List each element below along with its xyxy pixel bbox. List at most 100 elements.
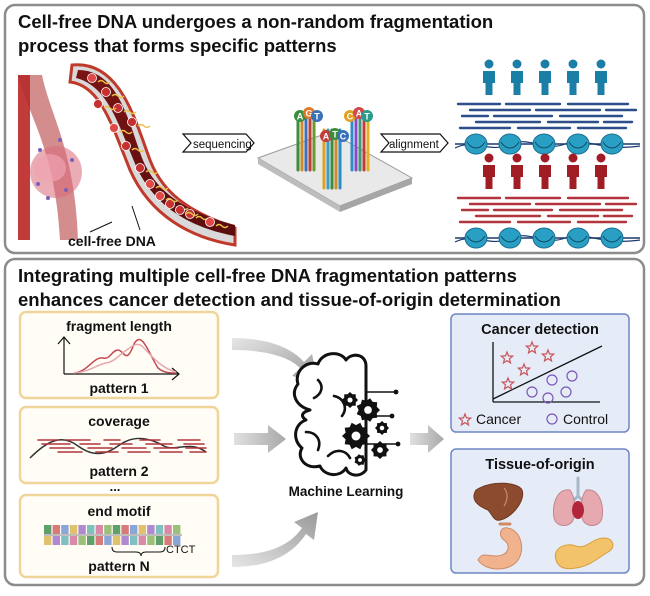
base-letter: A	[297, 112, 304, 122]
nucleosome-wrap	[534, 235, 554, 243]
person-icon	[567, 59, 579, 95]
motif-base-bottom	[173, 536, 181, 545]
cfdna-fragment	[137, 123, 151, 129]
cfdna-fragment	[155, 185, 169, 191]
bottom-title-line1: Integrating multiple cell-free DNA fragm…	[18, 265, 517, 286]
bottom-panel: Integrating multiple cell-free DNA fragm…	[3, 257, 646, 587]
arrow-from-card2	[234, 425, 286, 453]
alignment-arrow-shape	[379, 133, 449, 153]
person-icon	[539, 59, 551, 95]
motif-base-top	[138, 525, 146, 534]
cfdna-fragment	[185, 211, 199, 217]
motif-base-bottom	[121, 536, 129, 545]
cd-decision-line	[492, 345, 603, 400]
person-icon	[595, 153, 607, 189]
bottom-title-line2: enhances cancer detection and tissue-of-…	[18, 289, 561, 310]
motif-base-bottom	[155, 536, 164, 545]
motif-base-bottom	[138, 536, 146, 545]
nucleosome	[566, 133, 590, 155]
red-blood-cell	[109, 123, 119, 133]
fl-curve-cancer	[73, 338, 177, 374]
base-badge	[361, 110, 373, 122]
red-blood-cell	[185, 209, 195, 219]
control-point	[546, 374, 558, 386]
person-icon	[483, 153, 495, 189]
top-title-line2: process that forms specific patterns	[18, 35, 337, 56]
ml-label: Machine Learning	[289, 484, 404, 499]
red-blood-cell	[87, 73, 97, 83]
legend-circle-icon	[546, 413, 558, 425]
motif-base-top	[61, 525, 69, 534]
motif-base-bottom	[164, 536, 172, 545]
coverage-reads	[37, 439, 207, 453]
red-blood-cell	[175, 205, 185, 215]
circuit-node	[389, 413, 395, 419]
person-icon	[511, 153, 523, 189]
person-icon	[595, 59, 607, 95]
base-letter: T	[332, 130, 338, 140]
card-footer: pattern N	[88, 558, 149, 574]
motif-base-bottom	[44, 536, 52, 545]
cancer-point	[524, 340, 540, 355]
machine-learning: Machine Learning	[289, 352, 404, 499]
blood-cells	[36, 73, 229, 229]
base-letter: G	[305, 109, 312, 119]
tumor-cell-speck	[36, 182, 40, 186]
liver-icon	[473, 482, 524, 521]
nucleosome	[600, 133, 624, 155]
cfdna-fragment	[123, 109, 137, 115]
vessel-label: cell-free DNA	[68, 233, 156, 249]
arrow-from-card3	[232, 512, 318, 567]
base-badge	[311, 110, 323, 122]
motif-base-bottom	[87, 536, 95, 545]
base-letter: A	[323, 132, 330, 142]
vessel-branch-left	[18, 75, 30, 240]
top-title-line1: Cell-free DNA undergoes a non-random fra…	[18, 11, 493, 32]
person-icon	[539, 153, 551, 189]
nucleosome-wrap	[500, 141, 520, 149]
nucleosome	[532, 227, 556, 249]
cfdna-fragment	[131, 147, 145, 153]
motif-base-top	[52, 525, 60, 534]
legend-cancer: Cancer	[476, 411, 521, 427]
motif-base-top	[147, 525, 155, 534]
red-blood-cell	[113, 103, 123, 113]
legend-control: Control	[563, 411, 608, 427]
tumor-core	[34, 154, 66, 182]
tissue-of-origin-box: Tissue-of-origin	[450, 448, 630, 574]
blood-vessel: cell-free DNA	[18, 63, 237, 249]
brain-icon	[293, 352, 368, 477]
arrow-from-card1	[232, 338, 318, 382]
to-title: Tissue-of-origin	[485, 457, 594, 473]
flow-cell-edge	[340, 178, 412, 212]
base-letter: C	[347, 112, 354, 122]
label-pointer-1	[89, 221, 113, 233]
nucleosome-wrap	[466, 235, 486, 243]
motif-text: CTCT	[166, 544, 196, 556]
motif-base-bottom	[78, 536, 86, 545]
fl-x-arrowhead	[171, 367, 180, 381]
alignment-groups	[454, 59, 641, 249]
brain-outline	[293, 352, 368, 477]
motif-base-top	[95, 525, 103, 534]
red-blood-cell	[205, 217, 215, 227]
cfdna-fragment	[111, 93, 125, 99]
base-letter: T	[364, 112, 370, 122]
nucleosome-wrap	[602, 141, 622, 149]
gear-icon	[342, 392, 358, 408]
person-icon	[511, 59, 523, 95]
motif-brace	[111, 546, 166, 557]
control-point	[526, 386, 538, 398]
cfdna-fragment	[119, 129, 133, 135]
gear-icon	[342, 422, 370, 450]
motif-base-top	[164, 525, 172, 534]
motif-base-bottom	[95, 536, 103, 545]
motif-base-top	[130, 525, 138, 534]
nucleosome	[464, 133, 488, 155]
red-blood-cell	[127, 117, 137, 127]
gear-cluster	[342, 389, 401, 466]
motif-base-top	[173, 525, 181, 534]
motif-base-bottom	[52, 536, 60, 545]
